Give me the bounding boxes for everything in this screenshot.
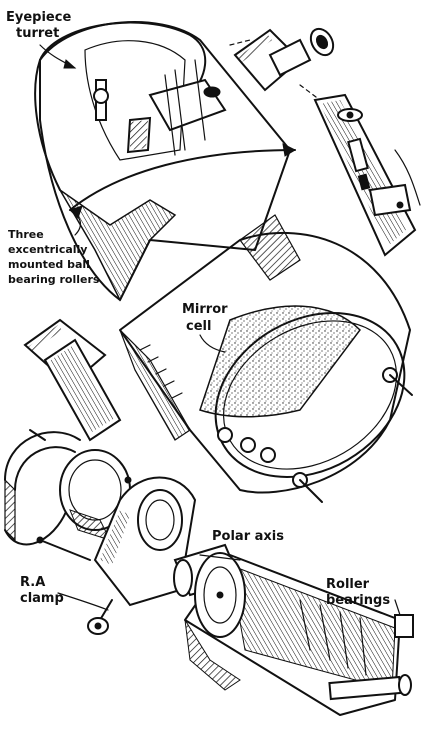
- label-ra-clamp-line2: clamp: [20, 591, 64, 606]
- label-eyepiece-turret: Eyepiece turret: [6, 10, 76, 41]
- label-mirror-cell-line2: cell: [186, 319, 211, 334]
- label-mirror-cell-line1: Mirror: [182, 302, 228, 317]
- bearing-disc: [59, 449, 132, 541]
- label-roller-bearings-line1: Roller: [326, 577, 370, 592]
- label-rollers-line3: mounted ball: [8, 258, 90, 271]
- label-rollers-line1: Three: [8, 228, 44, 241]
- eyepiece-fittings: [229, 27, 421, 257]
- label-roller-bearings-line2: bearings: [326, 593, 390, 608]
- label-ra-clamp: R.A clamp: [20, 575, 64, 606]
- label-rollers-line4: bearing rollers: [8, 273, 100, 286]
- label-eyepiece-turret-line2: turret: [16, 26, 59, 41]
- upper-tube-section: [34, 21, 297, 302]
- mirror-cell-tube: [119, 214, 413, 503]
- polar-axis-assembly: [173, 543, 414, 716]
- ra-clamp-housing: [87, 476, 197, 635]
- label-polar-axis: Polar axis: [212, 529, 284, 544]
- leader-lines: [39, 44, 401, 616]
- label-three-rollers: Three excentrically mounted ball bearing…: [8, 228, 100, 286]
- label-mirror-cell: Mirror cell: [182, 302, 232, 334]
- label-roller-bearings: Roller bearings: [326, 577, 390, 608]
- label-rollers-line2: excentrically: [8, 243, 87, 256]
- label-ra-clamp-line1: R.A: [20, 575, 45, 590]
- label-eyepiece-turret-line1: Eyepiece: [6, 10, 71, 25]
- left-bearing-plates: [4, 318, 122, 561]
